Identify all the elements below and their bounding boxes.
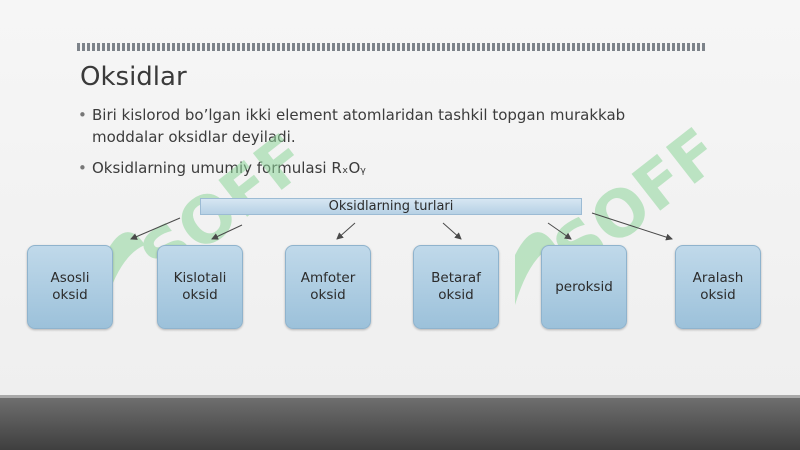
- floor-divider: [0, 395, 800, 398]
- bullet-dot-icon: •: [78, 106, 87, 124]
- bullet-text: Biri kislorod bo’lgan ikki element atoml…: [92, 106, 626, 146]
- arrow-connector: [130, 217, 181, 240]
- arrow-connector: [336, 222, 356, 240]
- bullet-dot-icon: •: [78, 159, 87, 177]
- type-card-asosli: Asosli oksid: [27, 245, 113, 329]
- slide-title: Oksidlar: [80, 62, 187, 92]
- decorative-dash-bar: [77, 43, 705, 51]
- bullet-text: Oksidlarning umumiy formulasi RₓOᵧ: [92, 159, 366, 177]
- floor-band: [0, 398, 800, 450]
- type-card-betaraf: Betaraf oksid: [413, 245, 499, 329]
- diagram-header: Oksidlarning turlari: [200, 198, 582, 215]
- arrow-connector: [211, 224, 243, 240]
- type-card-kislotali: Kislotali oksid: [157, 245, 243, 329]
- type-card-amfoter: Amfoter oksid: [285, 245, 371, 329]
- type-card-aralash: Aralash oksid: [675, 245, 761, 329]
- type-card-peroksid: peroksid: [541, 245, 627, 329]
- arrow-connector: [591, 212, 673, 241]
- arrow-connector: [442, 222, 462, 240]
- arrow-connector: [547, 222, 572, 240]
